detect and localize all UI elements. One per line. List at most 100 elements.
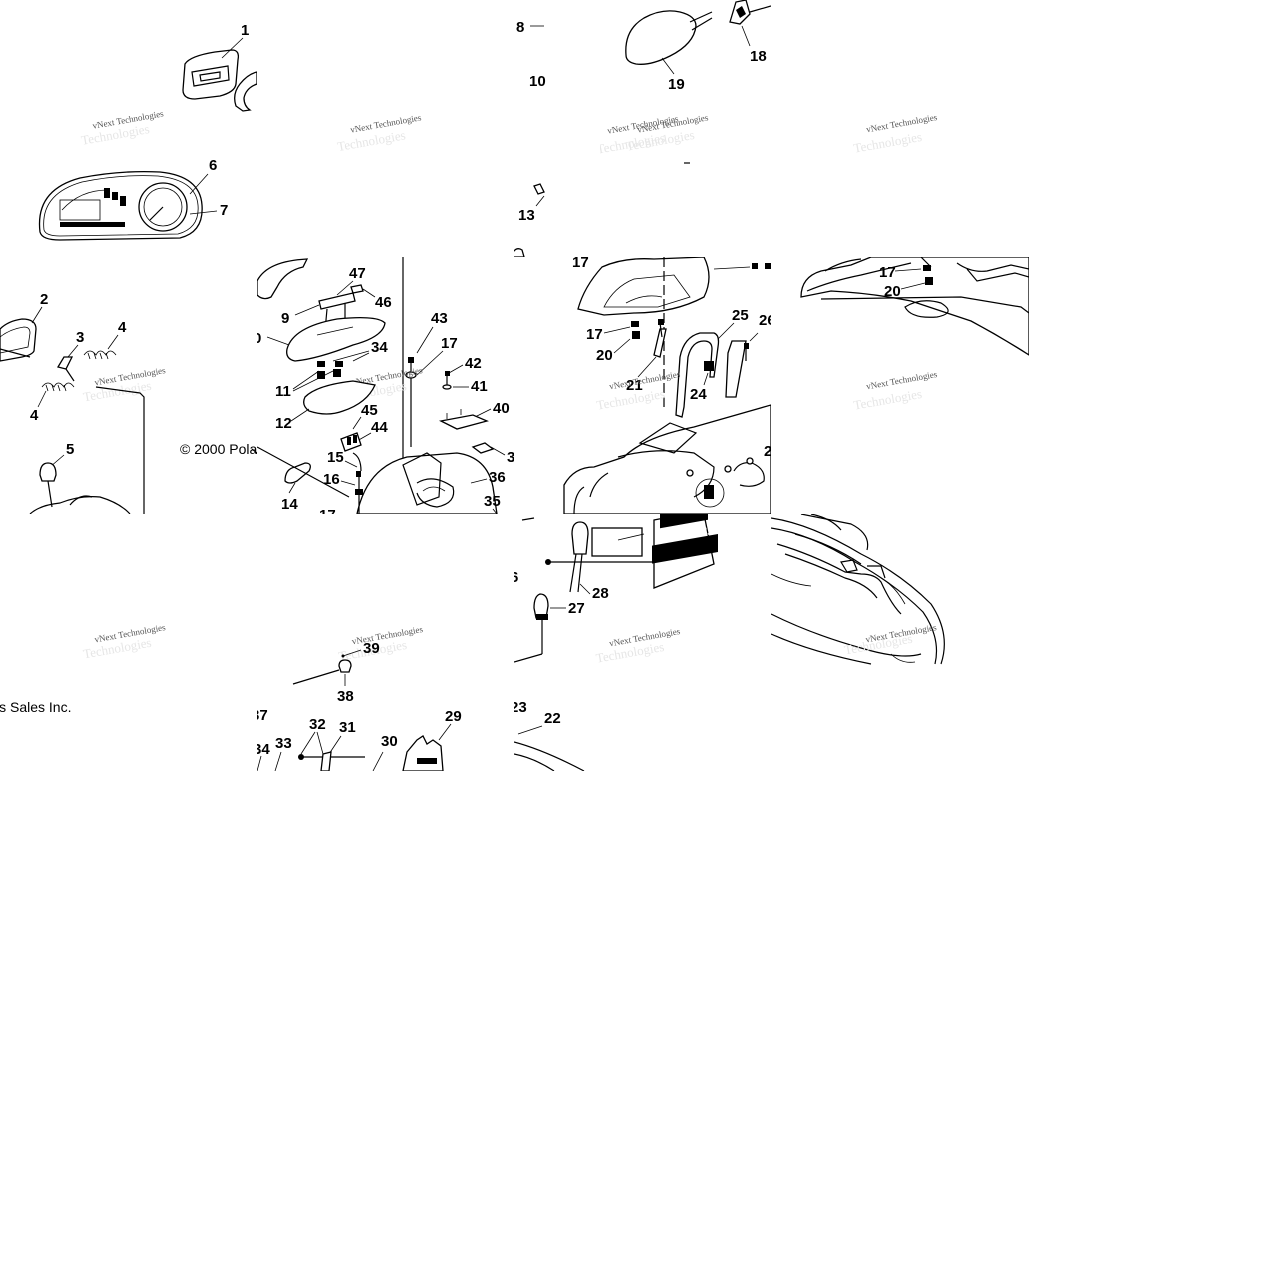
copyright-right: is Sales Inc. — [0, 699, 71, 715]
callout-24: 24 — [690, 386, 707, 403]
callout-36: 36 — [489, 469, 506, 486]
tile-r1c0: 2 3 4 4 Technologies vNext Technologies — [0, 257, 257, 514]
callout-40: 40 — [493, 400, 510, 417]
seat-end-part — [800, 257, 1029, 356]
tile-r2c0: Technologies vNext Technologies is Sales… — [0, 514, 257, 771]
rear-cowl-part — [563, 404, 771, 514]
callout-39: 39 — [363, 640, 380, 657]
strap-part — [653, 319, 667, 358]
watermark: Technologies vNext Technologies — [82, 622, 167, 661]
tile-r2c3: Technologies vNext Technologies — [771, 514, 951, 674]
watermark: Technologies vNext Technologies — [337, 624, 424, 664]
callout-32: 32 — [309, 716, 326, 733]
instrument-gauge-part — [38, 170, 203, 241]
callout-17e: 17 — [319, 507, 336, 514]
watermark: Technologies vNext Technologies — [595, 626, 682, 666]
light-part — [569, 521, 589, 593]
callout-17: 17 — [441, 335, 458, 352]
callout-16: 16 — [323, 471, 340, 488]
callout-21: 21 — [626, 377, 643, 394]
svg-text:Technologies: Technologies — [852, 129, 923, 156]
callout-7: 7 — [220, 202, 228, 219]
callout-17c: 17 — [586, 326, 603, 343]
bracket-part — [318, 284, 364, 332]
seat-outline-part — [577, 257, 710, 316]
clip-part — [284, 462, 311, 484]
watermark: Technologies vNext Technologies — [852, 112, 938, 156]
switch-part — [340, 432, 362, 452]
rod-part — [298, 751, 365, 771]
callout-26: 26 — [759, 312, 771, 329]
callout-19: 19 — [668, 76, 685, 93]
tail-light-part — [182, 49, 257, 112]
callout-27: 27 — [568, 600, 585, 617]
callout-3: 3 — [76, 329, 84, 346]
grab-handle-part — [675, 332, 747, 418]
callout-25: 25 — [732, 307, 749, 324]
tile-r0c4: Technologies vNext Technologies — [771, 0, 1029, 257]
callout-20b: 20 — [884, 283, 901, 300]
choke-knob-part — [29, 462, 131, 514]
copyright-left: © 2000 Polari — [180, 441, 257, 457]
bolt-part-2 — [355, 471, 363, 514]
hull-nose-part — [771, 514, 945, 665]
reflector-part — [533, 593, 549, 620]
callout-46: 46 — [375, 294, 392, 311]
callout-28: 28 — [592, 585, 609, 602]
spring-part — [83, 350, 117, 360]
callout-9: 9 — [281, 310, 289, 327]
seat-pad-part — [286, 317, 386, 362]
bolt-part — [405, 357, 417, 447]
callout-1: 1 — [241, 22, 249, 39]
mirror-part — [625, 0, 771, 65]
callout-17d: 17 — [879, 264, 896, 281]
callout-17b: 17 — [572, 257, 589, 271]
callout-4a: 4 — [118, 319, 127, 336]
tile-r1c2: 17 17 20 21 — [514, 257, 771, 514]
callout-20: 20 — [596, 347, 613, 364]
mud-flap-part: POLARIS — [652, 514, 718, 589]
tile-r2c2: 6 POLARIS 28 27 — [514, 514, 771, 771]
tile-r1c3: 17 20 Technologies vNext Technologies — [771, 257, 1029, 514]
spring-part-2 — [41, 382, 75, 392]
callout-11: 11 — [275, 383, 291, 400]
callout-37: 37 — [257, 707, 268, 724]
callout-29: 29 — [445, 708, 462, 725]
callout-10b: 0 — [257, 330, 261, 347]
nuts-part — [317, 361, 343, 379]
svg-text:Technologies: Technologies — [852, 386, 923, 413]
callout-2b: 2 — [764, 443, 771, 460]
svg-text:vNext Technologies: vNext Technologies — [607, 113, 680, 135]
callout-8: 8 — [516, 19, 524, 36]
callout-3b: 3 — [507, 449, 514, 466]
svg-text:vNext Technologies: vNext Technologies — [865, 112, 938, 134]
callout-4b: 4 — [30, 407, 39, 424]
callout-30: 30 — [381, 733, 398, 750]
svg-text:vNext Technologies: vNext Technologies — [865, 369, 938, 391]
callout-6: 6 — [209, 157, 217, 174]
svg-text:vNext Technologies: vNext Technologies — [608, 369, 681, 391]
callout-23: 23 — [514, 699, 527, 716]
callout-33: 33 — [275, 735, 292, 752]
callout-42: 42 — [465, 355, 482, 372]
tile-r0c2: 8 10 Technologies vNext Technologies 13 — [514, 0, 771, 257]
hood-part — [356, 452, 498, 514]
callout-45: 45 — [361, 402, 378, 419]
tile-r0c3: 18 19 Technologies vNext Technologies — [600, 0, 771, 257]
panel-part — [303, 380, 376, 415]
callout-47: 47 — [349, 265, 366, 282]
watermark: Technologies vNext Technologies — [852, 369, 938, 413]
bracket-plate-part — [438, 409, 489, 430]
callout-35: 35 — [484, 493, 501, 510]
callout-10: 10 — [529, 73, 546, 90]
tail-light-lens-part — [0, 318, 37, 362]
callout-18: 18 — [750, 48, 767, 65]
callout-6b: 6 — [514, 569, 518, 586]
latch-part — [402, 735, 444, 771]
callout-12: 12 — [275, 415, 292, 432]
callout-44: 44 — [371, 419, 388, 436]
watermark: Technologies vNext Technologies — [82, 365, 167, 404]
watermark: Technologies vNext Technologies — [595, 369, 681, 413]
callout-31: 31 — [339, 719, 356, 736]
